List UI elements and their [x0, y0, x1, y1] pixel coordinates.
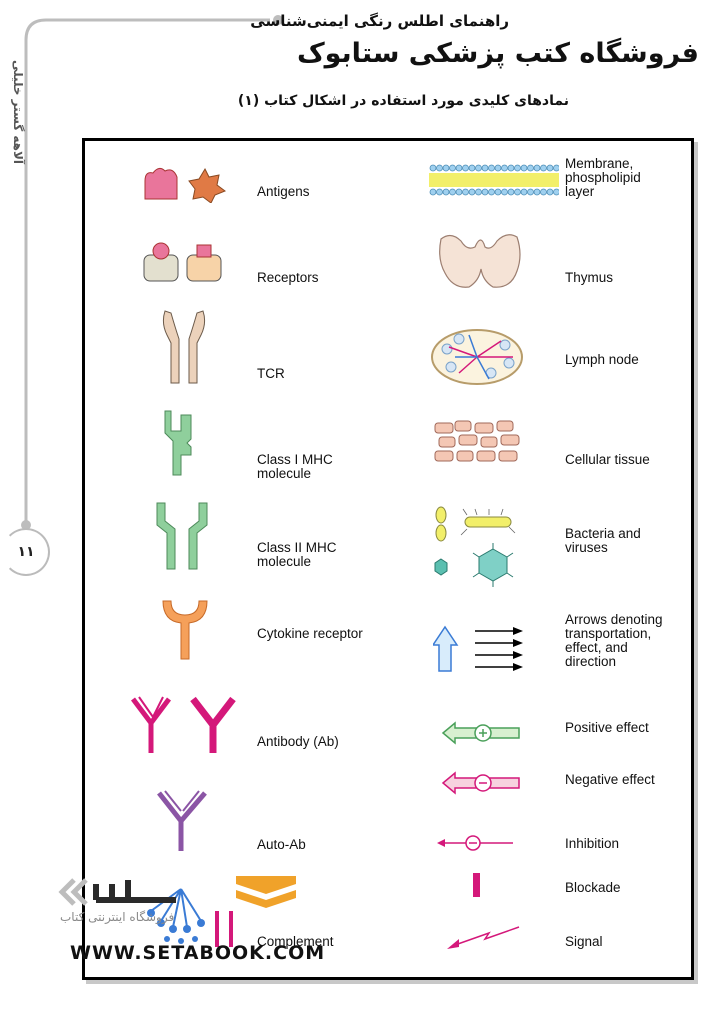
membrane-label: Membrane, phospholipid layer: [565, 156, 641, 199]
blockade-label: Blockade: [565, 880, 621, 895]
receptors-label: Receptors: [257, 270, 319, 285]
negative-effect-icon: [441, 771, 520, 795]
auto-antibody-icon: [157, 790, 207, 851]
thymus-label: Thymus: [565, 270, 614, 285]
setabook-logo: [58, 876, 296, 908]
author-name: آلاهه گستر خلیلی: [11, 60, 25, 165]
book-title: راهنمای اطلس رنگی ایمنی‌شناسی: [250, 12, 509, 30]
cellular-tissue-label: Cellular tissue: [565, 452, 650, 467]
antibody-icon: [131, 696, 236, 753]
bacteria-viruses-icon: [434, 506, 516, 587]
watermark-url: WWW.SETABOOK.COM: [70, 942, 326, 964]
mhc-class1-icon: [164, 410, 192, 476]
store-title: فروشگاه کتب پزشکی ستابوک: [296, 38, 699, 69]
inhibition-icon: [437, 835, 513, 851]
mhc-class1-label: Class I MHC molecule: [257, 452, 333, 481]
auto-antibody-label: Auto-Ab: [257, 837, 306, 852]
membrane-icon: [429, 164, 559, 196]
bacteria-viruses-label: Bacteria and viruses: [565, 526, 641, 555]
section-title: نمادهای کلیدی مورد استفاده در اشکال کتاب…: [237, 93, 569, 109]
signal-icon: [447, 926, 520, 949]
complement-icon: [147, 888, 233, 947]
lymph-node-label: Lymph node: [565, 352, 639, 367]
receptors-icon: [143, 242, 222, 282]
signal-label: Signal: [565, 934, 603, 949]
mhc-class2-label: Class II MHC molecule: [257, 540, 337, 569]
positive-effect-icon: [441, 721, 520, 745]
tcr-label: TCR: [257, 366, 285, 381]
arrows-icon: [433, 625, 523, 672]
thymus-icon: [439, 234, 521, 288]
cytokine-receptor-label: Cytokine receptor: [257, 626, 363, 641]
complement-label: Complement: [257, 934, 334, 949]
antigens-icon: [144, 167, 227, 203]
page-number: ۱۱: [2, 528, 50, 576]
key-symbols-figure: Antigens Receptors TCR Class I MHC molec…: [82, 138, 694, 980]
cytokine-receptor-icon: [162, 600, 208, 660]
positive-effect-label: Positive effect: [565, 720, 649, 735]
antigens-label: Antigens: [257, 184, 310, 199]
lymph-node-icon: [431, 329, 523, 385]
antibody-label: Antibody (Ab): [257, 734, 339, 749]
mhc-class2-icon: [156, 502, 208, 570]
watermark-subtitle: فروشگاه اینترنتی کتاب: [60, 910, 175, 924]
inhibition-label: Inhibition: [565, 836, 620, 851]
negative-effect-label: Negative effect: [565, 772, 655, 787]
tcr-icon: [162, 310, 206, 384]
arrows-label: Arrows denoting transportation, effect, …: [565, 612, 663, 669]
blockade-icon: [473, 873, 480, 897]
cellular-tissue-icon: [434, 420, 520, 462]
